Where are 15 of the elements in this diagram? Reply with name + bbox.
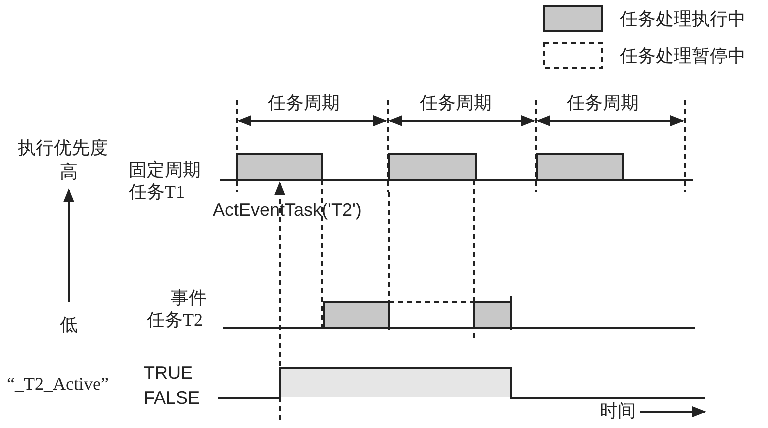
signal-label: “_T2_Active” (7, 373, 109, 395)
axis-label: 时间 (600, 400, 636, 422)
state-label: FALSE (144, 387, 200, 409)
signal-label: 事件任务T2 (147, 287, 208, 331)
period-label: 任务周期 (420, 92, 492, 114)
axis-label: 执行优先度 (18, 137, 108, 159)
period-label: 任务周期 (268, 92, 340, 114)
legend-label: 任务处理执行中 (620, 8, 746, 30)
legend-label: 任务处理暂停中 (620, 45, 746, 67)
period-label: 任务周期 (567, 92, 639, 114)
function-label: ActEventTask('T2') (213, 199, 362, 221)
signal-label: 固定周期任务T1 (129, 159, 202, 203)
axis-label: 高 (60, 161, 78, 183)
state-label: TRUE (144, 362, 193, 384)
axis-label: 低 (60, 314, 78, 336)
